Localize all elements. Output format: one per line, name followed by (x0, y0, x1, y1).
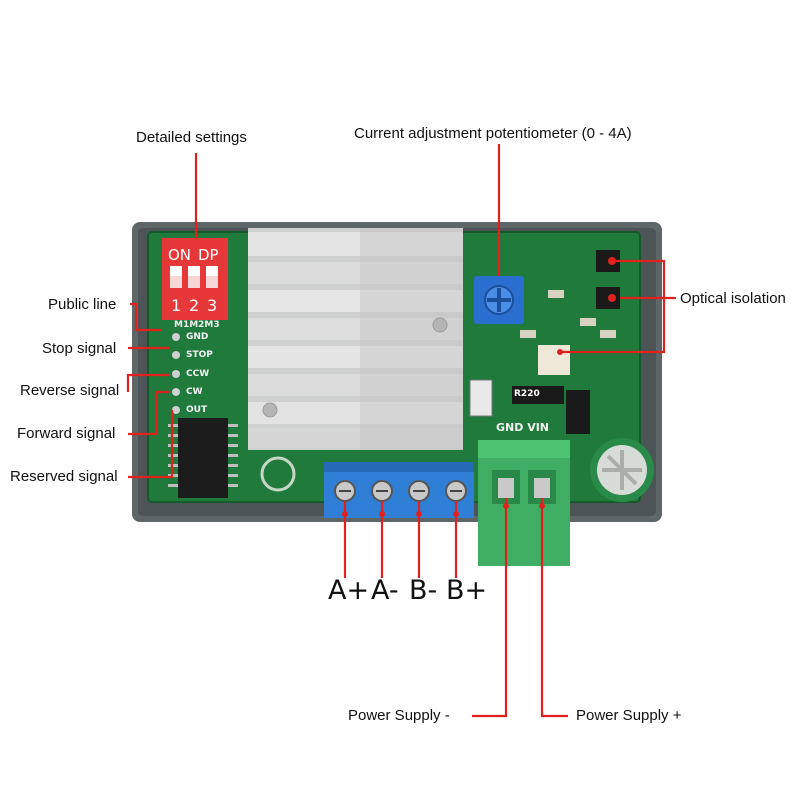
pin-label-stop: STOP (186, 350, 213, 360)
pin-label-out: OUT (186, 405, 208, 415)
callout-reverse-signal: Reverse signal (20, 382, 120, 399)
callout-power-plus: Power Supply + (576, 707, 682, 724)
leader-power-plus (540, 498, 568, 718)
callout-reserved-signal: Reserved signal (10, 468, 118, 485)
mode-header-label: M1M2M3 (174, 320, 220, 330)
leader-forward-signal (128, 390, 170, 436)
callout-detailed-settings: Detailed settings (136, 129, 247, 146)
dip-number-1: 1 (171, 296, 182, 315)
callout-power-minus: Power Supply - (348, 707, 450, 724)
callout-stop-signal: Stop signal (42, 340, 117, 357)
signal-pin-holes (172, 333, 180, 414)
resistor-label: R220 (514, 389, 540, 399)
leader-reverse-signal (126, 373, 170, 392)
dip-on-label: ON (168, 246, 192, 264)
terminal-label-a-minus: A- (371, 575, 399, 606)
dip-number-3: 3 (207, 296, 218, 315)
terminal-label-b-minus: B- (409, 575, 438, 606)
logo-mark (260, 456, 296, 492)
callout-public-line: Public line (48, 296, 117, 313)
terminal-label-a-plus: A+ (328, 575, 370, 606)
callout-forward-signal: Forward signal (17, 425, 116, 442)
power-header-label: GND VIN (496, 421, 550, 434)
motor-terminal-block (324, 462, 474, 518)
heatsink (248, 228, 463, 450)
pin-label-cw: CW (186, 387, 203, 397)
dip-switch (162, 238, 228, 320)
driver-ic (168, 418, 238, 498)
leader-power-minus (472, 498, 508, 718)
leader-reserved-signal (128, 410, 174, 479)
dip-brand-label: DP (198, 246, 219, 264)
callout-current-pot: Current adjustment potentiometer (0 - 4A… (354, 125, 632, 142)
dip-number-2: 2 (189, 296, 200, 315)
potentiometer (474, 276, 524, 324)
power-terminal-block (478, 440, 570, 566)
optocouplers (596, 250, 620, 309)
terminal-label-b-plus: B+ (446, 575, 488, 606)
electrolytic-capacitor (590, 438, 654, 502)
pin-label-ccw: CCW (186, 369, 210, 379)
smd-parts (469, 290, 616, 434)
leader-dots (342, 349, 563, 517)
callout-optical-isolation: Optical isolation (680, 290, 786, 307)
leader-optical-isolation (560, 259, 676, 354)
pin-label-gnd: GND (186, 332, 209, 342)
leader-public-line (130, 302, 162, 332)
